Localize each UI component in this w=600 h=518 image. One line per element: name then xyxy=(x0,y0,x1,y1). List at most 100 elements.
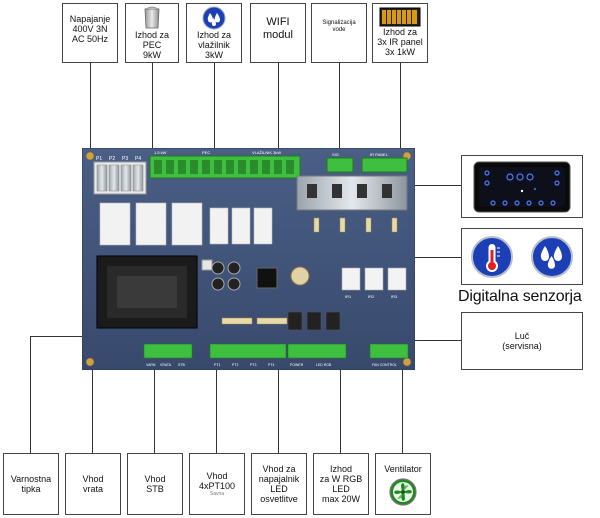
fuse-block xyxy=(93,161,147,195)
box-label-line: LED xyxy=(270,484,288,494)
terminal-label: FAN CONTROL xyxy=(372,363,397,367)
digital-sensors-box xyxy=(461,228,583,285)
heater-output-box: Izhod za PEC 9kW xyxy=(125,3,179,63)
led-drivers xyxy=(287,311,341,331)
signal-terminal xyxy=(326,157,354,173)
reset-button xyxy=(201,259,213,271)
output-label: VLAŽILNIK 3kW xyxy=(252,150,281,155)
box-label-line: 400V 3N xyxy=(72,24,108,34)
fan-box: Ventilator xyxy=(375,453,431,515)
power-terminal-strip xyxy=(149,155,301,179)
pt100-input-box: Vhod 4xPT100 Savna xyxy=(189,453,245,515)
ir-label: IR PANEL xyxy=(370,152,389,157)
ir-panel-output-box: Izhod za 3x IR panel 3x 1kW xyxy=(372,3,428,63)
terminal-label: PT2 xyxy=(232,363,238,367)
terminal-label: STB xyxy=(178,363,185,367)
power-supply-box: Napajanje 400V 3N AC 50Hz xyxy=(62,3,118,63)
box-label-line: vode xyxy=(332,27,346,33)
box-label-line: Izhod za xyxy=(196,30,232,40)
box-label-line: WIFI xyxy=(266,16,290,28)
output-label: PEC xyxy=(202,150,210,155)
terminal-label: VRATA xyxy=(160,363,172,367)
connector-line xyxy=(339,63,340,155)
connector-line xyxy=(400,257,461,258)
service-light-box: Luč (servisna) xyxy=(461,312,583,370)
resistors xyxy=(221,217,398,325)
led-power-input-box: Vhod za napajalnik LED osvetlitve xyxy=(251,453,307,515)
terminal-label: LED RGB xyxy=(316,363,332,367)
box-label-line: vrata xyxy=(82,484,103,494)
control-panel-box xyxy=(461,155,583,218)
connector-line xyxy=(154,360,155,453)
box-label-line: STB xyxy=(146,484,164,494)
box-label-line: napajalnik xyxy=(258,474,300,484)
box-label-line: Varnostna xyxy=(10,474,52,484)
transformer xyxy=(96,255,198,329)
connector-line xyxy=(398,185,461,186)
connector-line xyxy=(402,362,403,453)
terminal-label: VARN xyxy=(146,363,156,367)
box-label-line: Napajanje xyxy=(69,14,111,24)
connector-line xyxy=(278,63,279,155)
bottom-terminals xyxy=(143,343,409,359)
door-input-box: Vhod vrata xyxy=(65,453,121,515)
ir-panel-icon xyxy=(379,7,421,27)
box-label-line: Vhod xyxy=(82,474,104,484)
box-label-line: max 20W xyxy=(321,494,360,504)
relay-label: IR1 xyxy=(345,294,352,299)
box-label-line: Ventilator xyxy=(384,464,422,474)
box-label-line: Vhod za xyxy=(262,464,296,474)
box-label-line: 3x 1kW xyxy=(384,47,415,57)
relay-label: IR3 xyxy=(391,294,398,299)
touch-control-panel-icon xyxy=(473,161,571,212)
box-label-line: 3kW xyxy=(205,50,223,60)
connector-line xyxy=(90,63,91,161)
capacitors xyxy=(211,261,310,291)
box-label-line: Izhod za xyxy=(382,27,418,37)
box-label-line: Izhod xyxy=(329,464,353,474)
terminal-label: PT4 xyxy=(268,363,274,367)
fuse-label: P4 xyxy=(135,156,141,162)
relay-label: IR2 xyxy=(368,294,375,299)
water-signal-box: Signalizacija vode xyxy=(311,3,367,63)
box-label-line: Signalizacija xyxy=(322,20,356,26)
connector-line xyxy=(30,336,100,337)
fuse-label: P1 xyxy=(96,156,102,162)
box-label-line: LED xyxy=(332,484,350,494)
terminal-label: POWER xyxy=(290,363,304,367)
box-label-line: Izhod za xyxy=(134,30,170,40)
connector-line xyxy=(340,364,341,453)
box-label-line: (servisna) xyxy=(502,341,542,351)
box-label-line: 4xPT100 xyxy=(198,481,236,491)
terminal-label: PT3 xyxy=(250,363,256,367)
box-label-line: 9kW xyxy=(143,50,161,60)
ir-terminal xyxy=(361,157,408,173)
box-label-line: tipka xyxy=(21,484,41,494)
connector-line xyxy=(92,362,93,453)
box-label-line: za W RGB xyxy=(319,474,363,484)
water-drops-icon xyxy=(202,6,226,30)
heatsink xyxy=(296,175,408,211)
relay-bank xyxy=(99,202,273,246)
microcontroller-chip xyxy=(256,267,278,289)
connector-line xyxy=(398,340,461,341)
fuse-label: P3 xyxy=(122,156,128,162)
rgb-led-output-box: Izhod za W RGB LED max 20W xyxy=(313,453,369,515)
safety-button-box: Varnostna tipka xyxy=(3,453,59,515)
controller-board: P1 P2 P3 P4 1.5 kW PEC VLAŽILNIK 3kW SIG… xyxy=(82,148,415,370)
connector-line xyxy=(30,336,31,453)
box-label-line: 3x IR panel xyxy=(377,37,423,47)
box-label-line: vlažilnik xyxy=(198,40,230,50)
wifi-module-box: WIFI modul xyxy=(250,3,306,63)
box-label-line: PEC xyxy=(142,40,162,50)
connector-line xyxy=(214,63,215,156)
terminal-label: PT1 xyxy=(214,363,220,367)
stb-input-box: Vhod STB xyxy=(127,453,183,515)
box-label-line: Vhod xyxy=(206,471,228,481)
connector-line xyxy=(216,364,217,453)
signal-label: SIG xyxy=(332,152,339,157)
temperature-sensor-icon xyxy=(471,235,513,278)
box-label-line: Vhod xyxy=(144,474,166,484)
fuse-label: P2 xyxy=(109,156,115,162)
box-label-line: modul xyxy=(263,29,293,41)
